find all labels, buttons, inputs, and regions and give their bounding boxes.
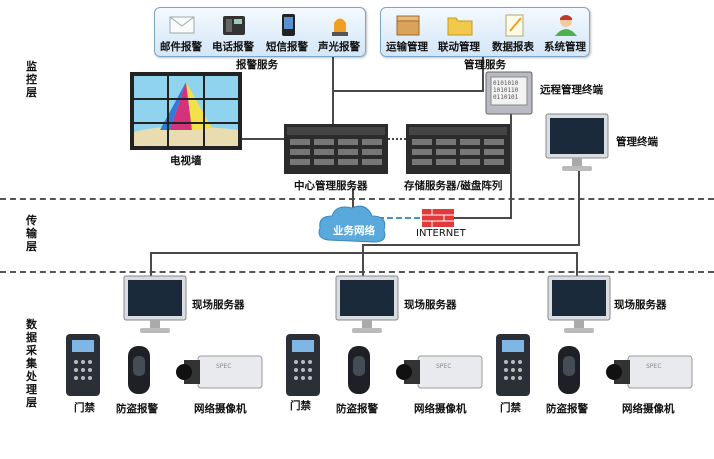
link-site-bus <box>150 252 578 254</box>
site-3-camera-caption: 网络摄像机 <box>622 403 675 415</box>
alarm-item-sms[interactable]: 短信报警 <box>259 14 315 53</box>
mgmt-item-transport[interactable]: 运输管理 <box>379 14 435 53</box>
mgmt-item-linkage[interactable]: 联动管理 <box>431 14 487 53</box>
internet-label: INTERNET <box>416 228 466 239</box>
folder-icon <box>447 17 473 36</box>
access-control-icon <box>496 334 530 396</box>
business-network-cloud-icon <box>318 205 386 243</box>
svg-text:0101010: 0101010 <box>493 80 519 87</box>
site-3-server-caption: 现场服务器 <box>614 299 667 311</box>
central-server-icon <box>284 124 388 174</box>
link-business-internet <box>378 217 420 219</box>
remote-terminal-caption: 远程管理终端 <box>540 84 603 96</box>
site-2-server-caption: 现场服务器 <box>404 299 457 311</box>
svg-text:0110101: 0110101 <box>493 94 519 101</box>
svg-text:SPEC: SPEC <box>646 363 661 370</box>
site-server-icon <box>335 275 399 333</box>
video-wall-caption: 电视墙 <box>170 155 202 167</box>
link-remote-to-internet <box>440 217 512 219</box>
layer-divider-bottom <box>0 271 714 273</box>
layer-label-monitor: 监控层 <box>26 60 37 99</box>
link-site-3 <box>576 252 578 276</box>
alarm-item-sound-light[interactable]: 声光报警 <box>311 14 367 53</box>
link-remote-terminal <box>510 114 512 218</box>
layer-label-collect: 数据采集处理层 <box>26 318 37 409</box>
central-server-caption: 中心管理服务器 <box>294 180 368 192</box>
intrusion-alarm-icon <box>558 346 580 394</box>
site-2-alarm-caption: 防盗报警 <box>336 403 378 415</box>
site-1-door-caption: 门禁 <box>74 402 95 414</box>
link-wall-to-server <box>240 138 286 140</box>
layer-label-transport: 传输层 <box>26 214 37 253</box>
svg-text:SPEC: SPEC <box>216 363 231 370</box>
network-camera-icon: SPEC <box>396 355 483 389</box>
alarm-item-phone[interactable]: 电话报警 <box>205 14 261 53</box>
phone-icon <box>223 16 245 35</box>
svg-text:SPEC: SPEC <box>436 363 451 370</box>
link-server-storage <box>388 138 406 140</box>
video-wall-icon <box>130 72 242 150</box>
svg-text:1010110: 1010110 <box>493 87 519 94</box>
report-icon <box>505 14 524 37</box>
storage-server-icon <box>406 124 510 174</box>
access-control-icon <box>286 334 320 396</box>
mgmt-item-report[interactable]: 数据报表 <box>485 14 541 53</box>
access-control-icon <box>66 334 100 396</box>
site-3-alarm-caption: 防盗报警 <box>546 403 588 415</box>
link-mgmt-down <box>482 57 484 90</box>
mobile-phone-icon <box>282 14 295 36</box>
link-terminal-to-network <box>362 244 580 246</box>
link-terminal-down <box>578 170 580 246</box>
link-server-to-network <box>352 188 354 208</box>
network-camera-icon: SPEC <box>606 355 693 389</box>
site-2-camera-caption: 网络摄像机 <box>414 403 467 415</box>
link-services-bus <box>332 90 484 92</box>
alarm-service-panel: 邮件报警 电话报警 短信报警 声光报警 <box>154 7 366 57</box>
site-3-door-caption: 门禁 <box>500 402 521 414</box>
intrusion-alarm-icon <box>348 346 370 394</box>
layer-divider-top <box>0 198 714 200</box>
business-network-label: 业务网络 <box>333 225 375 237</box>
storage-server-caption: 存储服务器/磁盘阵列 <box>404 180 503 192</box>
link-alarm-to-server <box>332 57 334 127</box>
site-1-camera-caption: 网络摄像机 <box>194 403 247 415</box>
mgmt-item-system[interactable]: 系统管理 <box>537 14 593 53</box>
mgmt-terminal-icon <box>545 113 609 171</box>
mgmt-service-panel: 运输管理 联动管理 数据报表 系统管理 <box>380 7 590 57</box>
link-site-2 <box>362 246 364 276</box>
box-icon <box>396 15 420 36</box>
site-2-door-caption: 门禁 <box>290 400 311 412</box>
site-server-icon <box>547 275 611 333</box>
intrusion-alarm-icon <box>128 346 150 394</box>
link-site-1 <box>150 252 152 276</box>
site-1-server-caption: 现场服务器 <box>192 299 245 311</box>
site-1-alarm-caption: 防盗报警 <box>116 403 158 415</box>
firewall-icon <box>422 209 454 227</box>
alarm-item-email[interactable]: 邮件报警 <box>153 14 209 53</box>
siren-light-icon <box>332 18 348 36</box>
mgmt-terminal-caption: 管理终端 <box>616 136 658 148</box>
envelope-icon <box>169 16 195 34</box>
alarm-service-caption: 报警服务 <box>236 59 278 71</box>
admin-user-icon <box>555 15 577 36</box>
mgmt-service-caption: 管理服务 <box>464 59 506 71</box>
site-server-icon <box>123 275 187 333</box>
network-camera-icon: SPEC <box>176 355 263 389</box>
